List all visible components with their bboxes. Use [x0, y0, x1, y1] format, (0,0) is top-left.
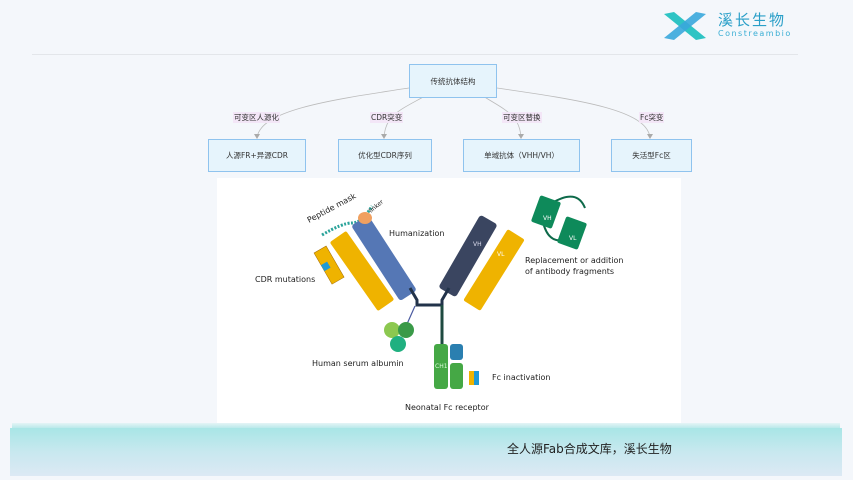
vl-fragment [557, 216, 587, 250]
tree-edges [254, 87, 653, 139]
edge-label: CDR突变 [370, 112, 404, 123]
tree-root-node[interactable]: 传统抗体结构 [409, 64, 497, 98]
label-vl-fragment: VL [569, 235, 577, 242]
tree-child-node[interactable]: 失活型Fc区 [611, 139, 692, 172]
label-vh-fragment: VH [543, 215, 552, 222]
light-chain-right [464, 229, 524, 311]
albumin-linker [406, 305, 416, 325]
tree-child-node[interactable]: 优化型CDR序列 [338, 139, 432, 172]
edge-label: 可变区替换 [502, 112, 542, 123]
edge-label: Fc突变 [639, 112, 665, 123]
label-hsa: Human serum albumin [312, 359, 404, 368]
logo-icon [664, 12, 706, 40]
linker-icon [358, 212, 372, 224]
tree-child-node[interactable]: 人源FR+异源CDR [208, 139, 306, 172]
logo-text: 溪长生物 [718, 11, 787, 29]
banner-bevel [12, 423, 840, 431]
heavy-chain-right [439, 215, 497, 297]
label-replacement: Replacement or addition [525, 256, 623, 265]
fc-mutation-icon [469, 371, 474, 385]
light-chain-left [330, 231, 394, 311]
banner-text: 全人源Fab合成文库，溪长生物 [507, 442, 672, 456]
label-fcrn: Neonatal Fc receptor [405, 403, 490, 412]
tree-child-node[interactable]: 单域抗体（VHH/VH） [463, 139, 580, 172]
label-ch1: CH1 [435, 363, 448, 370]
label-vl: VL [497, 251, 505, 258]
header-divider [32, 54, 798, 55]
antibody-figure: Peptide mask linker Humanization CDR mut… [217, 178, 681, 423]
logo-subtext: Constreambio [718, 29, 792, 38]
heavy-chain-left [352, 215, 416, 301]
hinge [408, 287, 451, 307]
ch1-domain [434, 344, 448, 389]
vh-fragment [531, 195, 561, 229]
label-replacement-2: of antibody fragments [525, 267, 614, 276]
label-linker: linker [368, 198, 386, 214]
footer-banner [10, 428, 842, 476]
label-humanization: Humanization [389, 229, 445, 238]
label-cdr-mutations: CDR mutations [255, 275, 315, 284]
label-vh: VH [473, 241, 482, 248]
label-peptide-mask: Peptide mask [306, 191, 358, 224]
edge-label: 可变区人源化 [233, 112, 280, 123]
cdr-grid-icon [313, 245, 345, 285]
label-fc-inactivation: Fc inactivation [492, 373, 550, 382]
